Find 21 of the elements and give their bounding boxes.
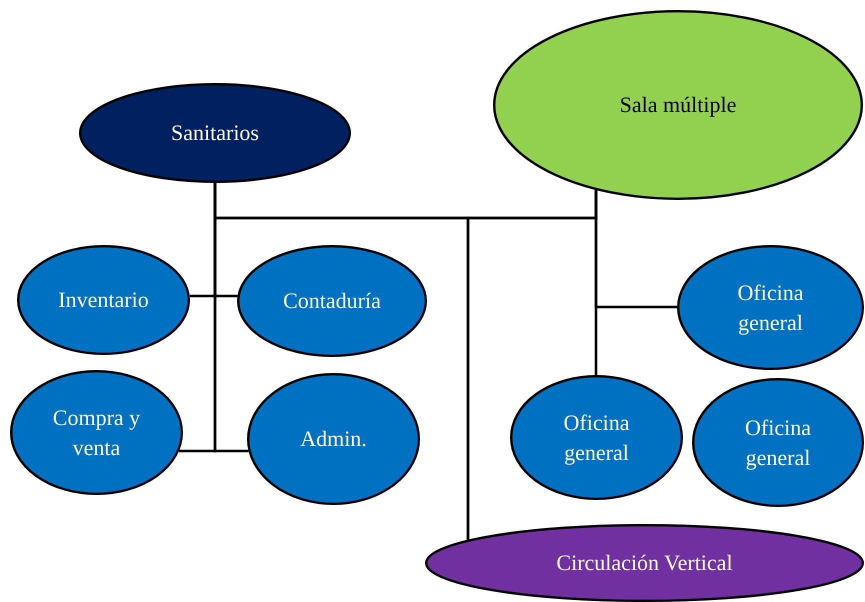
ellipse-node [247, 373, 420, 505]
node-label: Oficina general [744, 414, 812, 472]
ellipse-node [237, 245, 427, 357]
node-label: Sala múltiple [620, 91, 736, 120]
node-label: Sanitarios [171, 119, 259, 148]
node-label: Inventario [58, 286, 149, 314]
node-label: Oficina general [736, 278, 804, 337]
ellipse-node [17, 245, 190, 355]
ellipse-node [677, 245, 864, 370]
node-label: Compra y venta [52, 404, 142, 462]
node-label: Oficina general [562, 408, 630, 467]
node-label: Circulación Vertical [556, 549, 733, 578]
node-label: Contaduría [283, 287, 381, 316]
ellipse-node [79, 83, 351, 183]
ellipse-node [493, 10, 863, 200]
ellipse-node [692, 378, 864, 507]
connector-line [466, 190, 598, 540]
ellipse-node [10, 370, 183, 495]
ellipse-node [425, 524, 864, 602]
node-label: Admin. [300, 425, 367, 454]
ellipse-node [510, 375, 683, 500]
